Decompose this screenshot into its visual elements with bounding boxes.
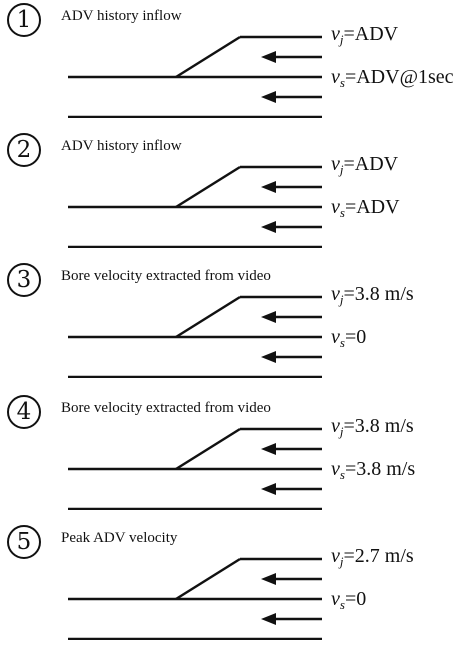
bore-front-slope	[175, 35, 241, 79]
scenario-number-circle: 1	[7, 3, 41, 37]
vj-label: vj=ADV	[331, 153, 398, 178]
vj-label: vj=3.8 m/s	[331, 283, 414, 308]
vj-label: vj=2.7 m/s	[331, 545, 414, 570]
vj-value: ADV	[354, 153, 399, 175]
vj-arrowhead-icon	[261, 311, 276, 323]
vj-subscript: j	[339, 32, 344, 47]
equals-sign: =	[343, 23, 355, 45]
vs-subscript: s	[339, 75, 345, 90]
bore-front-slope	[175, 295, 241, 339]
vj-value: ADV	[354, 23, 399, 45]
vs-arrowhead-icon	[261, 613, 276, 625]
vj-subscript: j	[339, 554, 344, 569]
vs-label: vs=0	[331, 588, 366, 613]
vs-label: vs=3.8 m/s	[331, 458, 415, 483]
equals-sign: =	[343, 153, 355, 175]
scenario-number-circle: 5	[7, 525, 41, 559]
velocity-symbol: v	[331, 66, 340, 88]
vs-subscript: s	[339, 597, 345, 612]
vj-arrowhead-icon	[261, 443, 276, 455]
equals-sign: =	[344, 588, 357, 610]
velocity-symbol: v	[331, 545, 340, 567]
vs-value: 3.8 m/s	[356, 458, 416, 480]
velocity-symbol: v	[331, 283, 340, 305]
vj-subscript: j	[339, 424, 344, 439]
scenario-title: ADV history inflow	[61, 8, 182, 24]
vj-subscript: j	[339, 162, 344, 177]
equals-sign: =	[344, 196, 357, 218]
channel-drawing	[68, 427, 322, 510]
velocity-symbol: v	[331, 23, 340, 45]
channel-drawing	[68, 557, 322, 640]
bore-front-slope	[175, 557, 241, 601]
bore-front-slope	[175, 165, 241, 209]
vs-arrowhead-icon	[261, 91, 276, 103]
equals-sign: =	[344, 458, 357, 480]
velocity-symbol: v	[331, 153, 340, 175]
equals-sign: =	[343, 545, 355, 567]
channel-drawing	[68, 165, 322, 248]
vj-value: 3.8 m/s	[354, 415, 414, 437]
vs-value: 0	[356, 588, 367, 610]
vj-arrowhead-icon	[261, 181, 276, 193]
velocity-symbol: v	[331, 196, 340, 218]
vs-arrowhead-icon	[261, 221, 276, 233]
vj-value: 3.8 m/s	[354, 283, 414, 305]
vs-arrowhead-icon	[261, 483, 276, 495]
vs-arrowhead-icon	[261, 351, 276, 363]
velocity-symbol: v	[331, 588, 340, 610]
equals-sign: =	[344, 326, 357, 348]
vs-label: vs=0	[331, 326, 366, 351]
vj-label: vj=3.8 m/s	[331, 415, 414, 440]
scenario-title: Bore velocity extracted from video	[61, 268, 271, 284]
equals-sign: =	[343, 283, 355, 305]
channel-drawing	[68, 35, 322, 118]
bore-front-slope	[175, 427, 241, 471]
equals-sign: =	[343, 415, 355, 437]
vj-subscript: j	[339, 292, 344, 307]
scenario-title: Bore velocity extracted from video	[61, 400, 271, 416]
vs-value: ADV	[356, 196, 400, 218]
vs-subscript: s	[339, 335, 345, 350]
vs-subscript: s	[339, 205, 345, 220]
scenario-number-circle: 4	[7, 395, 41, 429]
vs-value: ADV@1sec	[356, 66, 454, 88]
scenario-number-circle: 2	[7, 133, 41, 167]
channel-drawing	[68, 295, 322, 378]
equals-sign: =	[344, 66, 357, 88]
velocity-symbol: v	[331, 415, 340, 437]
velocity-symbol: v	[331, 326, 340, 348]
vs-subscript: s	[339, 467, 345, 482]
scenario-title: ADV history inflow	[61, 138, 182, 154]
velocity-symbol: v	[331, 458, 340, 480]
vj-arrowhead-icon	[261, 573, 276, 585]
vs-label: vs=ADV@1sec	[331, 66, 454, 91]
vs-label: vs=ADV	[331, 196, 400, 221]
vs-value: 0	[356, 326, 367, 348]
scenario-number-circle: 3	[7, 263, 41, 297]
vj-arrowhead-icon	[261, 51, 276, 63]
vj-label: vj=ADV	[331, 23, 398, 48]
vj-value: 2.7 m/s	[354, 545, 414, 567]
scenario-title: Peak ADV velocity	[61, 530, 178, 546]
